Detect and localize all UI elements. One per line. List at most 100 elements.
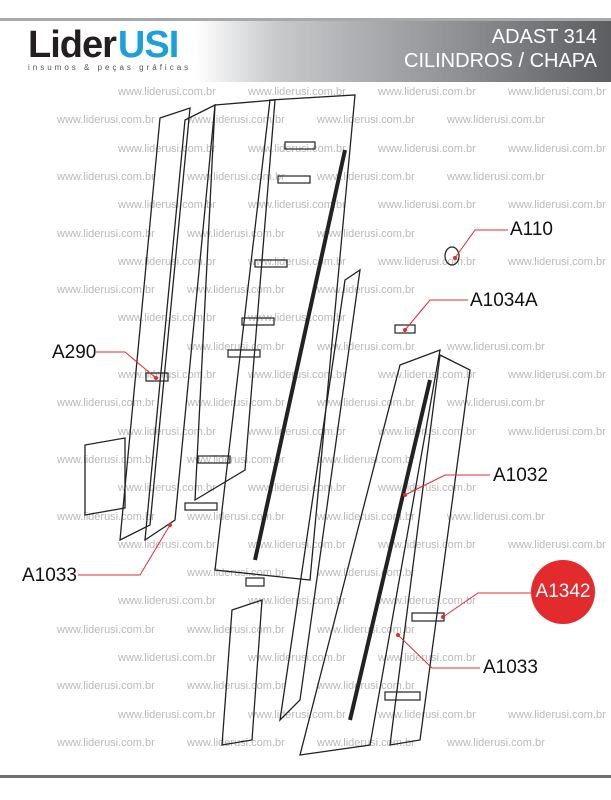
watermark-text: www.liderusi.com.br xyxy=(378,142,476,155)
watermark-text: www.liderusi.com.br xyxy=(187,397,285,410)
watermark-text: www.liderusi.com.br xyxy=(317,567,415,580)
watermark-text: www.liderusi.com.br xyxy=(508,255,606,268)
watermark-text: www.liderusi.com.br xyxy=(248,425,346,438)
watermark-text: www.liderusi.com.br xyxy=(508,425,606,438)
watermark-text: www.liderusi.com.br xyxy=(317,114,415,127)
leader-a1034a xyxy=(404,299,468,331)
watermark-text: www.liderusi.com.br xyxy=(57,623,155,636)
part-label-a1032: A1032 xyxy=(493,465,548,486)
part-label-a1034a: A1034A xyxy=(470,290,538,311)
watermark-text: www.liderusi.com.br xyxy=(187,114,285,127)
title-section: CILINDROS / CHAPA xyxy=(404,50,597,72)
screw xyxy=(197,455,231,464)
screw xyxy=(277,175,311,184)
watermark-text: www.liderusi.com.br xyxy=(317,453,415,466)
footer-divider xyxy=(0,775,611,778)
watermark-text: www.liderusi.com.br xyxy=(447,736,545,749)
screw xyxy=(254,259,288,268)
leader-a1033-left xyxy=(78,524,171,576)
watermark-text: www.liderusi.com.br xyxy=(187,227,285,240)
watermark-text: www.liderusi.com.br xyxy=(118,86,216,98)
watermark-text: www.liderusi.com.br xyxy=(508,86,606,98)
block-left xyxy=(84,437,126,516)
watermark-text: www.liderusi.com.br xyxy=(248,312,346,325)
watermark-text: www.liderusi.com.br xyxy=(508,708,606,721)
watermark-text: www.liderusi.com.br xyxy=(57,397,155,410)
watermark-text: www.liderusi.com.br xyxy=(378,595,476,608)
watermark-text: www.liderusi.com.br xyxy=(447,510,545,523)
leader-a1033-right xyxy=(397,634,480,669)
screw-a290 xyxy=(145,372,169,382)
watermark-text: www.liderusi.com.br xyxy=(248,708,346,721)
watermark-text: www.liderusi.com.br xyxy=(118,652,216,664)
leader-a1032 xyxy=(404,474,490,496)
watermark-text: www.liderusi.com.br xyxy=(447,170,545,183)
watermark-text: www.liderusi.com.br xyxy=(187,567,285,580)
watermark-text: www.liderusi.com.br xyxy=(378,199,476,212)
watermark-text: www.liderusi.com.br xyxy=(378,652,476,664)
watermark-text: www.liderusi.com.br xyxy=(378,425,476,438)
right-shaft xyxy=(348,379,432,721)
watermark-text: www.liderusi.com.br xyxy=(118,595,216,608)
part-label-a110: A110 xyxy=(510,219,553,240)
watermark-text: www.liderusi.com.br xyxy=(317,510,415,523)
block-right xyxy=(221,599,263,746)
watermark-text: www.liderusi.com.br xyxy=(378,369,476,381)
screw xyxy=(245,577,265,587)
plate-right-mid xyxy=(299,348,441,756)
screw xyxy=(184,502,218,511)
watermark-text: www.liderusi.com.br xyxy=(118,482,216,495)
watermark-text: www.liderusi.com.br xyxy=(57,510,155,523)
watermark-text: www.liderusi.com.br xyxy=(317,284,415,297)
watermark-text: www.liderusi.com.br xyxy=(118,312,216,325)
logo-tagline: insumos & peças gráficas xyxy=(28,63,192,72)
watermark-text: www.liderusi.com.br xyxy=(57,453,155,466)
watermark-text: www.liderusi.com.br xyxy=(118,199,216,212)
spring-a1034a xyxy=(394,324,416,334)
watermark-text: www.liderusi.com.br xyxy=(248,652,346,664)
header-banner: LiderUSI insumos & peças gráficas ADAST … xyxy=(0,18,611,82)
screw xyxy=(284,141,316,150)
watermark-text: www.liderusi.com.br xyxy=(118,708,216,721)
watermark-text: www.liderusi.com.br xyxy=(118,255,216,268)
part-label-a1033-left: A1033 xyxy=(22,565,77,586)
watermark-text: www.liderusi.com.br xyxy=(187,680,285,693)
watermark-text: www.liderusi.com.br xyxy=(57,227,155,240)
center-shaft xyxy=(253,149,347,561)
plate-left-outer xyxy=(144,103,216,542)
watermark-text: www.liderusi.com.br xyxy=(378,708,476,721)
title-model: ADAST 314 xyxy=(491,26,597,48)
watermark-text: www.liderusi.com.br xyxy=(378,86,476,98)
watermark-text: www.liderusi.com.br xyxy=(508,369,606,381)
watermark-text: www.liderusi.com.br xyxy=(508,199,606,212)
watermark-text: www.liderusi.com.br xyxy=(447,114,545,127)
plate-left-rail xyxy=(194,99,276,502)
watermark-text: www.liderusi.com.br xyxy=(317,680,415,693)
watermark-text: www.liderusi.com.br xyxy=(57,170,155,183)
plate-right-back xyxy=(279,268,361,722)
watermark-text: www.liderusi.com.br xyxy=(57,114,155,127)
watermark-text: www.liderusi.com.br xyxy=(118,369,216,381)
logo-accent: USI xyxy=(117,24,179,66)
plate-left-inner xyxy=(119,107,191,542)
watermark-text: www.liderusi.com.br xyxy=(187,510,285,523)
watermark-text: www.liderusi.com.br xyxy=(248,199,346,212)
watermark-text: www.liderusi.com.br xyxy=(57,680,155,693)
screw-a110 xyxy=(444,246,460,266)
watermark-text: www.liderusi.com.br xyxy=(508,142,606,155)
page-title: ADAST 314 CILINDROS / CHAPA xyxy=(404,25,597,73)
watermark-text: www.liderusi.com.br xyxy=(317,340,415,353)
leader-a110 xyxy=(454,229,508,259)
watermark-text: www.liderusi.com.br xyxy=(248,86,346,98)
screw xyxy=(227,349,261,358)
watermark-text: www.liderusi.com.br xyxy=(447,340,545,353)
screw xyxy=(241,317,275,326)
leader-a1342 xyxy=(442,592,531,618)
watermark-text: www.liderusi.com.br xyxy=(118,142,216,155)
leader-a290 xyxy=(96,351,157,379)
watermark-text: www.liderusi.com.br xyxy=(118,425,216,438)
screw-a1342 xyxy=(411,612,445,622)
liderusi-logo: LiderUSI insumos & peças gráficas xyxy=(28,25,191,72)
watermark-text: www.liderusi.com.br xyxy=(508,538,606,551)
watermark-text: www.liderusi.com.br xyxy=(118,538,216,551)
